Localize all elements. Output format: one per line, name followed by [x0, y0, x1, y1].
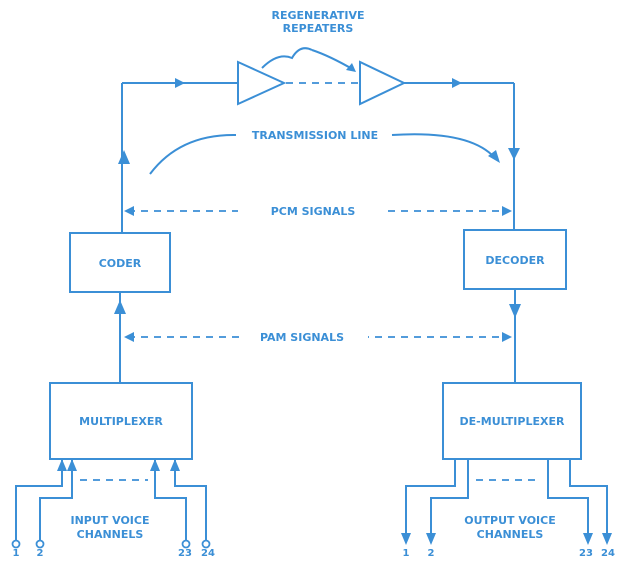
repeater-pointer-right	[311, 49, 355, 71]
repeater-triangle-1	[237, 60, 287, 106]
input-channel-24-arrowhead	[170, 459, 180, 471]
coder-label: CODER	[99, 257, 142, 270]
decoder-to-demux-arrowhead	[509, 304, 521, 318]
output-channel-2-line	[430, 459, 469, 540]
pam-arrow-left	[124, 332, 134, 342]
label-regenerative: REGENERATIVE	[271, 9, 364, 22]
output-channel-1-arrowhead	[401, 533, 411, 545]
input-channel-2-arrowhead	[67, 459, 77, 471]
input-terminal-24	[201, 539, 211, 549]
output-number-2: 2	[428, 548, 435, 557]
label-transmission-line: TRANSMISSION LINE	[252, 129, 378, 142]
input-channel-23-line	[154, 459, 187, 540]
right-down-arrowhead	[508, 148, 520, 160]
top-right-arrowhead	[452, 78, 462, 88]
input-channel-2-line	[39, 459, 73, 540]
repeater-pointer-arrowhead	[346, 63, 356, 72]
output-channel-2-arrowhead	[426, 533, 436, 545]
decoder-box	[463, 229, 567, 290]
pcm-label-mask	[238, 201, 388, 221]
input-number-1: 1	[13, 548, 20, 557]
transmission-curve-left	[149, 133, 237, 175]
pcm-arrow-left	[124, 206, 134, 216]
input-number-24: 24	[201, 548, 215, 557]
output-voice-label-2: CHANNELS	[477, 528, 544, 541]
output-number-23: 23	[579, 548, 593, 557]
output-channel-23-arrowhead	[583, 533, 593, 545]
demultiplexer-label: DE-MULTIPLEXER	[460, 415, 565, 428]
input-channel-24-line	[174, 459, 207, 540]
input-voice-label-1: INPUT VOICE	[71, 514, 150, 527]
output-channel-24-arrowhead	[602, 533, 612, 545]
repeater-triangle-2	[359, 60, 407, 106]
multiplexer-box	[49, 382, 193, 460]
repeater-pointer-left	[261, 47, 313, 69]
output-channel-23-line	[547, 459, 589, 540]
input-channel-1-arrowhead	[57, 459, 67, 471]
output-channel-1-line	[405, 459, 456, 540]
label-pam-signals: PAM SIGNALS	[260, 331, 344, 344]
input-number-23: 23	[178, 548, 192, 557]
multiplexer-label: MULTIPLEXER	[79, 415, 163, 428]
output-channel-24-line	[569, 459, 608, 540]
input-channel-1-line	[15, 459, 63, 540]
input-voice-label-2: CHANNELS	[77, 528, 144, 541]
pam-label-mask	[240, 327, 368, 347]
pam-arrow-right	[502, 332, 512, 342]
output-number-1: 1	[403, 548, 410, 557]
input-channel-23-arrowhead	[150, 459, 160, 471]
mux-to-coder-arrowhead	[114, 300, 126, 314]
input-terminal-23	[181, 539, 191, 549]
output-voice-label-1: OUTPUT VOICE	[464, 514, 555, 527]
left-up-arrowhead	[118, 150, 130, 164]
decoder-label: DECODER	[485, 254, 545, 267]
transmission-curve-right	[391, 133, 496, 159]
input-number-2: 2	[37, 548, 44, 557]
label-repeaters: REPEATERS	[283, 22, 354, 35]
input-terminal-1	[11, 539, 21, 549]
label-pcm-signals: PCM SIGNALS	[271, 205, 356, 218]
transmission-curve-arrowhead	[488, 150, 500, 163]
top-left-arrowhead	[175, 78, 185, 88]
input-terminal-2	[35, 539, 45, 549]
pcm-arrow-right	[502, 206, 512, 216]
output-number-24: 24	[601, 548, 615, 557]
demultiplexer-box	[442, 382, 582, 460]
